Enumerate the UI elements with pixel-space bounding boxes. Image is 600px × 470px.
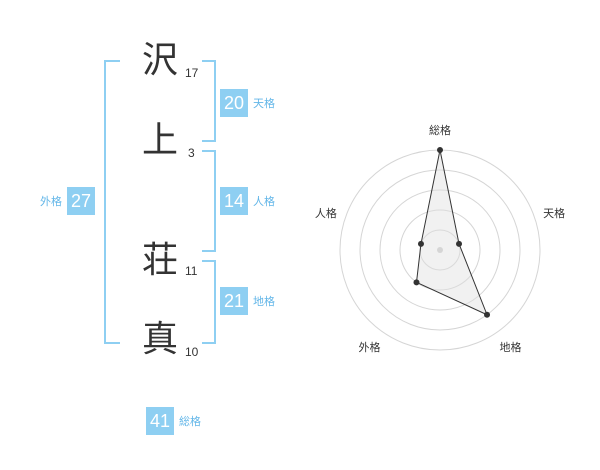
chikaku-badge: 21 地格 <box>220 287 275 315</box>
jinkaku-bracket <box>202 150 216 252</box>
stroke-count-1: 17 <box>185 66 199 80</box>
radar-axis-label: 総格 <box>429 123 451 137</box>
radar-axis-label: 天格 <box>543 206 565 220</box>
name-char-2: 上 <box>141 120 178 161</box>
gaikaku-badge: 外格 27 <box>40 187 95 215</box>
jinkaku-value: 14 <box>220 187 248 215</box>
radar-axis-label: 人格 <box>315 206 337 220</box>
radar-ring <box>379 189 501 311</box>
stroke-count-2: 3 <box>188 146 195 160</box>
radar-point <box>413 279 420 286</box>
chikaku-label: 地格 <box>253 295 275 308</box>
radar-points <box>413 147 491 318</box>
tenkaku-badge: 20 天格 <box>220 89 275 117</box>
radar-point <box>456 240 463 247</box>
chikaku-value: 21 <box>220 287 248 315</box>
jinkaku-label: 人格 <box>253 195 275 208</box>
soukaku-badge: 41 総格 <box>146 407 201 435</box>
radar-axis-label: 地格 <box>500 340 522 354</box>
radar-point <box>484 311 491 318</box>
radar-ring <box>359 169 521 331</box>
tenkaku-value: 20 <box>220 89 248 117</box>
radar-polygon <box>415 149 488 316</box>
name-char-3: 荘 <box>141 240 178 281</box>
radar-axis-label: 外格 <box>358 340 380 354</box>
radar-point <box>417 240 424 247</box>
stroke-count-3: 11 <box>185 264 198 278</box>
stroke-count-4: 10 <box>185 345 199 359</box>
gaikaku-bracket <box>104 60 120 344</box>
name-char-4: 真 <box>141 319 178 360</box>
chikaku-bracket <box>202 260 216 344</box>
jinkaku-badge: 14 人格 <box>220 187 275 215</box>
tenkaku-bracket <box>202 60 216 142</box>
gaikaku-label: 外格 <box>40 195 62 208</box>
radar-center <box>437 247 443 253</box>
soukaku-label: 総格 <box>179 415 201 428</box>
tenkaku-label: 天格 <box>253 97 275 110</box>
gaikaku-value: 27 <box>67 187 95 215</box>
radar-point <box>437 147 443 153</box>
radar-ring <box>399 209 481 291</box>
soukaku-value: 41 <box>146 407 174 435</box>
name-char-1: 沢 <box>141 40 178 81</box>
